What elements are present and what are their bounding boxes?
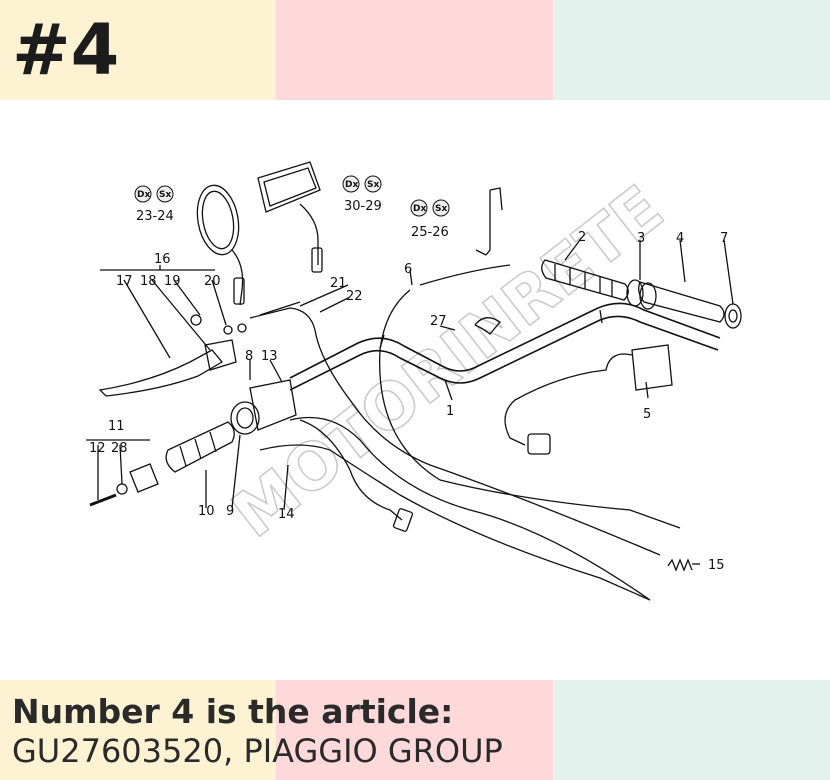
top-color-band [0, 0, 830, 100]
diagram-linework [86, 161, 742, 601]
label-14: 14 [278, 507, 295, 522]
caption-article-code: GU27603520, PIAGGIO GROUP [12, 732, 503, 770]
left-grip-shape [165, 421, 235, 473]
badge-dx-label: Dx [413, 204, 426, 214]
top-band-yellow [0, 0, 276, 100]
bottom-band-pink [276, 680, 553, 780]
badge-dx-label: Dx [137, 190, 150, 200]
label-11: 11 [108, 419, 125, 434]
label-16: 16 [154, 252, 171, 267]
mirror-right-shape [257, 161, 321, 213]
label-12: 12 [89, 441, 106, 456]
label-3: 3 [637, 231, 645, 246]
badge-numbers: 23-24 [136, 209, 174, 224]
label-9: 9 [226, 504, 234, 519]
cable-22 [249, 307, 661, 556]
bottom-color-band [0, 680, 830, 780]
cable-8-wire [299, 419, 403, 521]
label-27: 27 [430, 314, 447, 329]
ring-7 [724, 303, 742, 329]
label-21: 21 [330, 276, 347, 291]
label-22: 22 [346, 289, 363, 304]
left-switch-shape [249, 379, 297, 431]
label-15: 15 [708, 558, 725, 573]
right-grip-shape [638, 281, 725, 323]
label-28: 28 [111, 441, 128, 456]
label-19: 19 [164, 274, 181, 289]
bottom-band-green [553, 680, 830, 780]
label-5: 5 [643, 407, 651, 422]
label-2: 2 [578, 230, 586, 245]
ring-3 [626, 279, 644, 307]
handlebar-shape [289, 315, 719, 391]
spring-15 [667, 558, 693, 572]
left-lever-shape [98, 349, 223, 397]
label-13: 13 [261, 349, 278, 364]
badge-sx-label: Sx [367, 180, 379, 190]
label-6: 6 [404, 262, 412, 277]
part-number-heading: #4 [12, 9, 120, 91]
mirror-left-shape [196, 184, 240, 256]
caption-title: Number 4 is the article: [12, 692, 454, 731]
badge-sx-label: Sx [435, 204, 447, 214]
part-labels: 1 2 3 4 5 6 7 8 9 10 11 12 13 14 15 16 1… [89, 230, 728, 573]
label-4: 4 [676, 231, 684, 246]
label-10: 10 [198, 504, 215, 519]
label-1: 1 [446, 404, 454, 419]
badge-25-26: Dx Sx 25-26 [410, 199, 450, 240]
bottom-band-yellow [0, 680, 276, 780]
label-8: 8 [245, 349, 253, 364]
label-7: 7 [720, 231, 728, 246]
badge-dx-label: Dx [345, 180, 358, 190]
right-switch-shape [631, 344, 673, 391]
label-20: 20 [204, 274, 221, 289]
label-18: 18 [140, 274, 157, 289]
exploded-parts-diagram: MOTORINRETE [86, 161, 742, 601]
cable-14 [289, 416, 651, 601]
top-band-pink [276, 0, 553, 100]
badge-numbers: 25-26 [411, 225, 449, 240]
badge-sx-label: Sx [159, 190, 171, 200]
top-band-green [553, 0, 830, 100]
label-17: 17 [116, 274, 133, 289]
badge-23-24: Dx Sx 23-24 [134, 185, 174, 224]
badge-numbers: 30-29 [344, 199, 382, 214]
badge-30-29: Dx Sx 30-29 [342, 175, 382, 214]
cable-6 [378, 289, 681, 529]
